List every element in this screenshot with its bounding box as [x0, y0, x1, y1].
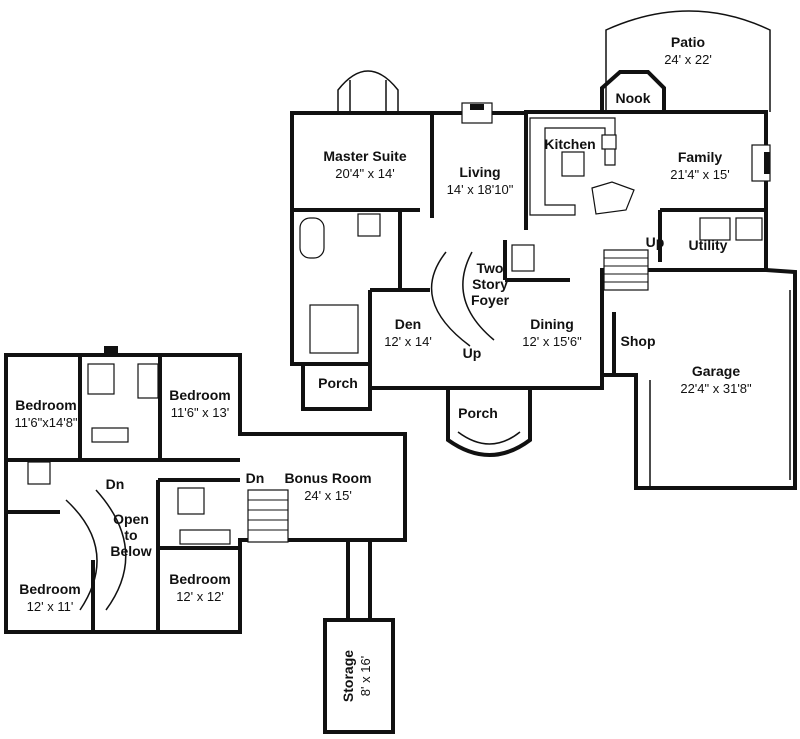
upper-stair-outer — [65, 499, 98, 611]
main-stair-inner — [462, 251, 495, 341]
garage-dim: 22'4" x 31'8" — [680, 381, 752, 396]
washer — [699, 217, 731, 241]
cooktop — [601, 134, 617, 150]
bonus-stairs — [247, 489, 289, 543]
patio-dim: 24' x 22' — [664, 52, 712, 67]
bedroom-nw-label: Bedroom — [15, 397, 76, 413]
dining-label: Dining — [530, 316, 574, 332]
bedroom-sw-label: Bedroom — [19, 581, 80, 597]
den-label: Den — [395, 316, 421, 332]
living-label: Living — [459, 164, 500, 180]
storage-label-group: Storage 8' x 16' — [340, 650, 373, 702]
main-floor-fixtures — [299, 102, 771, 354]
breakfast-bar — [591, 181, 635, 215]
upper-floor-fixtures — [27, 363, 289, 611]
nook-label: Nook — [616, 90, 651, 106]
open-below-line-2: to — [124, 527, 137, 543]
living-fireplace-box — [470, 104, 484, 110]
family-dim: 21'4" x 15' — [670, 167, 729, 182]
bedroom-ne-label: Bedroom — [169, 387, 230, 403]
living-fireplace — [461, 102, 493, 124]
family-label: Family — [678, 149, 723, 165]
room-labels: Patio 24' x 22' Nook Kitchen Family 21'4… — [14, 34, 752, 702]
bedroom-se-dim: 12' x 12' — [176, 589, 224, 604]
bonus-room-dim: 24' x 15' — [304, 488, 352, 503]
main-stair-outer — [430, 251, 471, 347]
bedroom-nw-dim: 11'6"x14'8" — [14, 415, 77, 430]
upper-tub — [137, 363, 159, 399]
side-porch-label: Porch — [318, 375, 358, 391]
front-porch-label: Porch — [458, 405, 498, 421]
front-porch-step — [457, 431, 521, 445]
shop-label: Shop — [621, 333, 656, 349]
upper-stair-inner — [95, 489, 127, 611]
open-below-line-1: Open — [113, 511, 149, 527]
upper-floor-walls — [4, 346, 407, 734]
patio-outline — [605, 10, 771, 112]
storage-dim: 8' x 16' — [358, 656, 373, 696]
family-fireplace-box — [764, 152, 770, 174]
master-closet — [309, 304, 359, 354]
bedroom-sw-dim: 12' x 11' — [27, 599, 74, 614]
storage-corridor — [346, 538, 372, 622]
living-dim: 14' x 18'10" — [447, 182, 514, 197]
upper-dn-label: Dn — [106, 476, 125, 492]
powder-room — [511, 244, 535, 272]
utility-stairs — [603, 249, 649, 291]
foyer-line-1: Two — [477, 260, 504, 276]
master-tub — [299, 217, 325, 259]
master-shower — [357, 213, 381, 237]
upper-sinks — [91, 427, 129, 443]
nook-bay-wall — [600, 70, 666, 112]
bonus-dn-label: Dn — [246, 470, 265, 486]
main-up-label: Up — [463, 345, 482, 361]
master-suite-label: Master Suite — [323, 148, 406, 164]
den-dim: 12' x 14' — [384, 334, 432, 349]
master-suite-dim: 20'4" x 14' — [335, 166, 394, 181]
dryer — [735, 217, 763, 241]
upper-shower — [27, 461, 51, 485]
garage-wall — [602, 268, 797, 490]
open-below-line-3: Below — [110, 543, 151, 559]
front-porch-wall — [446, 388, 532, 457]
upper-chimney — [104, 346, 118, 356]
bedroom-se-label: Bedroom — [169, 571, 230, 587]
kitchen-island — [561, 151, 585, 177]
upper-shower-2 — [177, 487, 205, 515]
foyer-line-2: Story — [472, 276, 508, 292]
dining-dim: 12' x 15'6" — [522, 334, 582, 349]
bedroom-ne-dim: 11'6" x 13' — [171, 405, 230, 420]
foyer-line-3: Foyer — [471, 292, 510, 308]
garage-label: Garage — [692, 363, 740, 379]
upper-vanity-2 — [179, 529, 231, 545]
main-floor-walls — [290, 10, 797, 490]
upper-perimeter — [4, 353, 407, 634]
utility-label: Utility — [689, 237, 728, 253]
master-bay-outline — [337, 70, 399, 113]
storage-room — [323, 618, 395, 734]
bonus-room-label: Bonus Room — [284, 470, 371, 486]
kitchen-label: Kitchen — [544, 136, 595, 152]
storage-label: Storage — [340, 650, 356, 702]
upper-bath-vanity — [87, 363, 115, 395]
patio-label: Patio — [671, 34, 705, 50]
utility-up-label: Up — [646, 234, 665, 250]
